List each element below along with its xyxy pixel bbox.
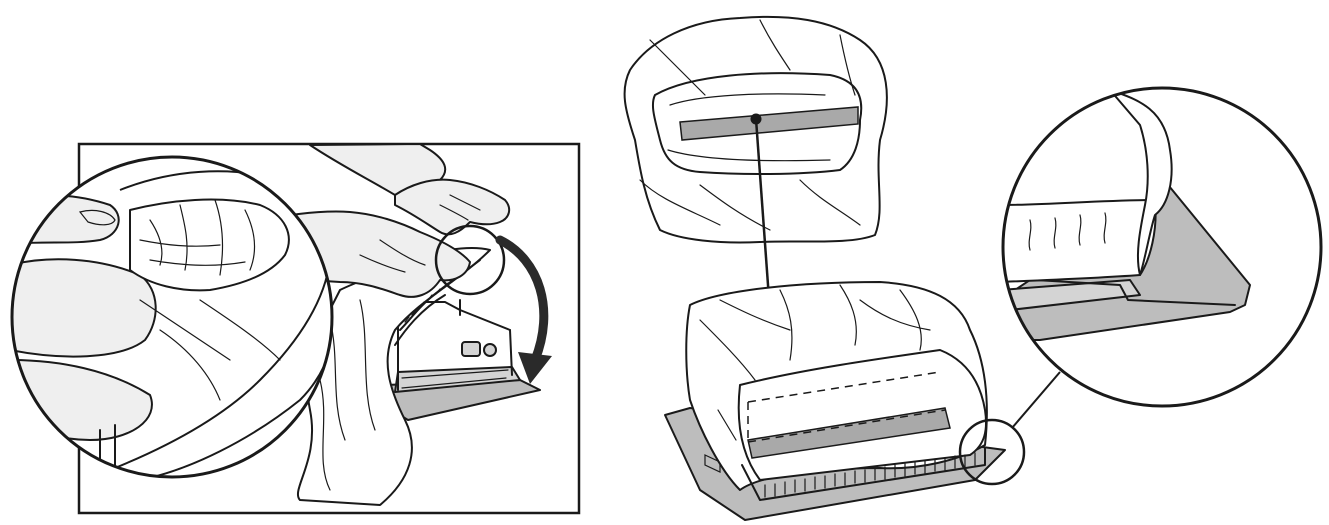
- cover-strip-bottom: [747, 407, 951, 459]
- cover-strip-top: [679, 106, 859, 141]
- right-zoom-detail: [1001, 86, 1323, 408]
- elastic-edge: [394, 259, 481, 346]
- magnifier-callout-icon: [434, 224, 506, 296]
- rotation-arrow-icon: [495, 235, 552, 384]
- right-panel: [623, 15, 1323, 521]
- filter-unit: [664, 281, 1061, 521]
- right-hand: [394, 178, 511, 236]
- corner-magnifier-icon: [958, 418, 1026, 486]
- left-panel: [10, 142, 581, 515]
- filter-base-plate: [384, 299, 541, 421]
